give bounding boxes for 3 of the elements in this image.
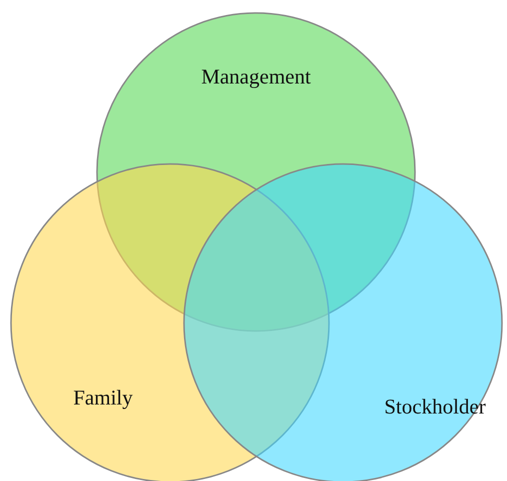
circle-label: Family [73, 386, 133, 410]
circle-label: Management [201, 64, 311, 90]
circle-label: Stockholder [384, 394, 486, 420]
